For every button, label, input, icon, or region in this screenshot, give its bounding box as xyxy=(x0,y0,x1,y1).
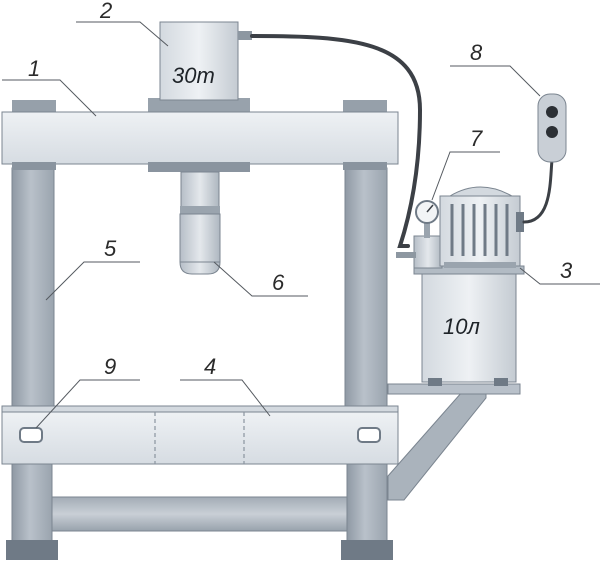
valve-handle xyxy=(396,252,416,258)
gauge-stem xyxy=(424,220,430,238)
left-top-pad xyxy=(12,100,56,112)
lower-crossbar xyxy=(49,496,351,532)
left-pin-hole xyxy=(19,427,43,443)
pressure-gauge-icon xyxy=(415,200,439,224)
control-pendant-icon xyxy=(537,93,567,163)
hydraulic-hose xyxy=(250,34,423,248)
pendant-cable xyxy=(522,158,554,224)
beam-underside-right xyxy=(343,162,387,170)
right-pin-hole xyxy=(357,427,381,443)
hose-fitting xyxy=(238,31,252,40)
callouts: 1 2 3 4 5 6 7 8 xyxy=(2,0,600,429)
svg-text:1: 1 xyxy=(28,56,40,81)
left-column xyxy=(11,167,55,409)
pump-shelf xyxy=(387,383,521,395)
diagonal-brace xyxy=(387,391,487,501)
cylinder-flange xyxy=(148,98,250,112)
tank-foot-left xyxy=(428,378,442,386)
svg-text:7: 7 xyxy=(470,126,483,151)
svg-text:8: 8 xyxy=(470,40,483,65)
callout-9: 9 xyxy=(35,354,140,429)
svg-text:5: 5 xyxy=(104,236,117,261)
left-foot xyxy=(6,540,58,560)
svg-text:4: 4 xyxy=(204,354,216,379)
callout-4: 4 xyxy=(180,354,271,417)
beam-underside-left xyxy=(12,162,56,170)
callout-3: 3 xyxy=(519,258,600,285)
tank-foot-right xyxy=(494,378,508,386)
cylinder-body xyxy=(159,21,239,101)
cylinder-capacity-label: 30т xyxy=(172,63,215,88)
valve-block xyxy=(413,235,443,269)
callout-6: 6 xyxy=(213,261,308,297)
ram-collar xyxy=(180,206,220,214)
left-leg xyxy=(11,461,53,543)
hydraulic-pump-station: 10л xyxy=(396,93,567,386)
svg-text:6: 6 xyxy=(272,270,285,295)
electric-motor-icon xyxy=(439,186,524,268)
pump-bracket xyxy=(387,383,521,501)
oil-tank xyxy=(421,271,517,383)
callout-2: 2 xyxy=(76,0,169,47)
callout-5: 5 xyxy=(45,236,140,301)
upper-beam-assembly xyxy=(1,98,399,172)
upper-beam xyxy=(1,111,399,165)
svg-text:3: 3 xyxy=(560,258,573,283)
svg-text:9: 9 xyxy=(104,354,116,379)
svg-text:2: 2 xyxy=(99,0,112,23)
ram-tip xyxy=(179,213,221,275)
tank-volume-label: 10л xyxy=(443,314,480,339)
callout-8: 8 xyxy=(450,40,541,97)
right-column xyxy=(344,167,388,409)
ram-rod xyxy=(180,171,220,209)
callout-1: 1 xyxy=(2,56,97,117)
ram-guide-plate xyxy=(148,162,250,172)
press-ram xyxy=(179,171,221,275)
table-body xyxy=(1,411,399,465)
right-foot xyxy=(341,540,393,560)
right-top-pad xyxy=(343,100,387,112)
press-table xyxy=(1,405,399,465)
callout-7: 7 xyxy=(431,126,500,201)
hydraulic-cylinder: 30т xyxy=(159,21,252,101)
right-leg xyxy=(346,461,388,543)
